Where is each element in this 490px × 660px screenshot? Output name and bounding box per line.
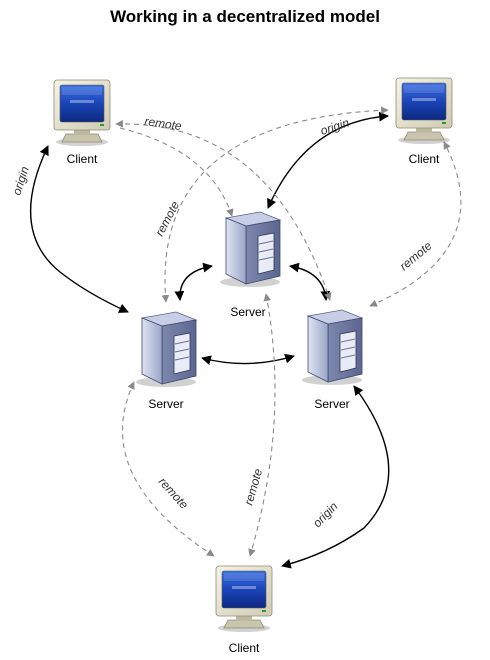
edge-label-remote-mid-right: remote [397,238,435,273]
edge-remote-server-right-to-client-top-right [369,141,462,307]
client-top-left-label: Client [67,152,98,166]
edge-remote-server-left-to-client-bottom [121,381,215,557]
edges [29,106,462,569]
server-left: Server [135,311,197,411]
crt-monitor-icon [215,565,273,633]
edge-origin-client-bottom [281,385,390,569]
page-title: Working in a decentralized model [110,7,380,26]
edge-remote-server-center-to-client-bottom [248,293,276,557]
edge-remote-server-left-to-client-top-right [161,106,389,303]
crt-monitor-icon [53,79,111,147]
client-top-right-label: Client [409,152,440,166]
client-bottom: Client [215,565,273,655]
server-left-label: Server [148,397,183,411]
client-top-left: Client [53,79,111,166]
edge-origin-client-top-left [29,145,129,313]
tower-server-icon [219,211,281,288]
edge-label-remote-bottom-left: remote [156,475,192,512]
server-center-label: Server [230,305,265,319]
edge-server-center-to-right [289,262,331,301]
server-right-label: Server [314,397,349,411]
server-right: Server [301,309,363,411]
edge-label-origin-bottom-right: origin [310,499,341,530]
client-top-right: Client [395,77,453,166]
crt-monitor-icon [395,77,453,145]
edge-remote-client-top-left-to-server-center [119,127,234,217]
edge-remote-client-top-left-to-server-right [115,119,332,301]
tower-server-icon [135,311,197,388]
edge-label-origin-top-right: origin [319,115,352,137]
edge-server-left-to-center [174,262,213,301]
edge-labels: remote origin origin remote remote remot… [10,114,435,530]
edge-label-remote-top: remote [144,114,183,133]
edge-server-left-to-right [201,353,295,365]
edge-label-origin-left: origin [10,164,32,197]
server-center: Server [219,211,281,319]
client-bottom-label: Client [229,641,260,655]
edge-label-remote-mid-left: remote [152,199,182,239]
tower-server-icon [301,309,363,386]
edge-label-remote-bottom-center: remote [241,467,265,507]
